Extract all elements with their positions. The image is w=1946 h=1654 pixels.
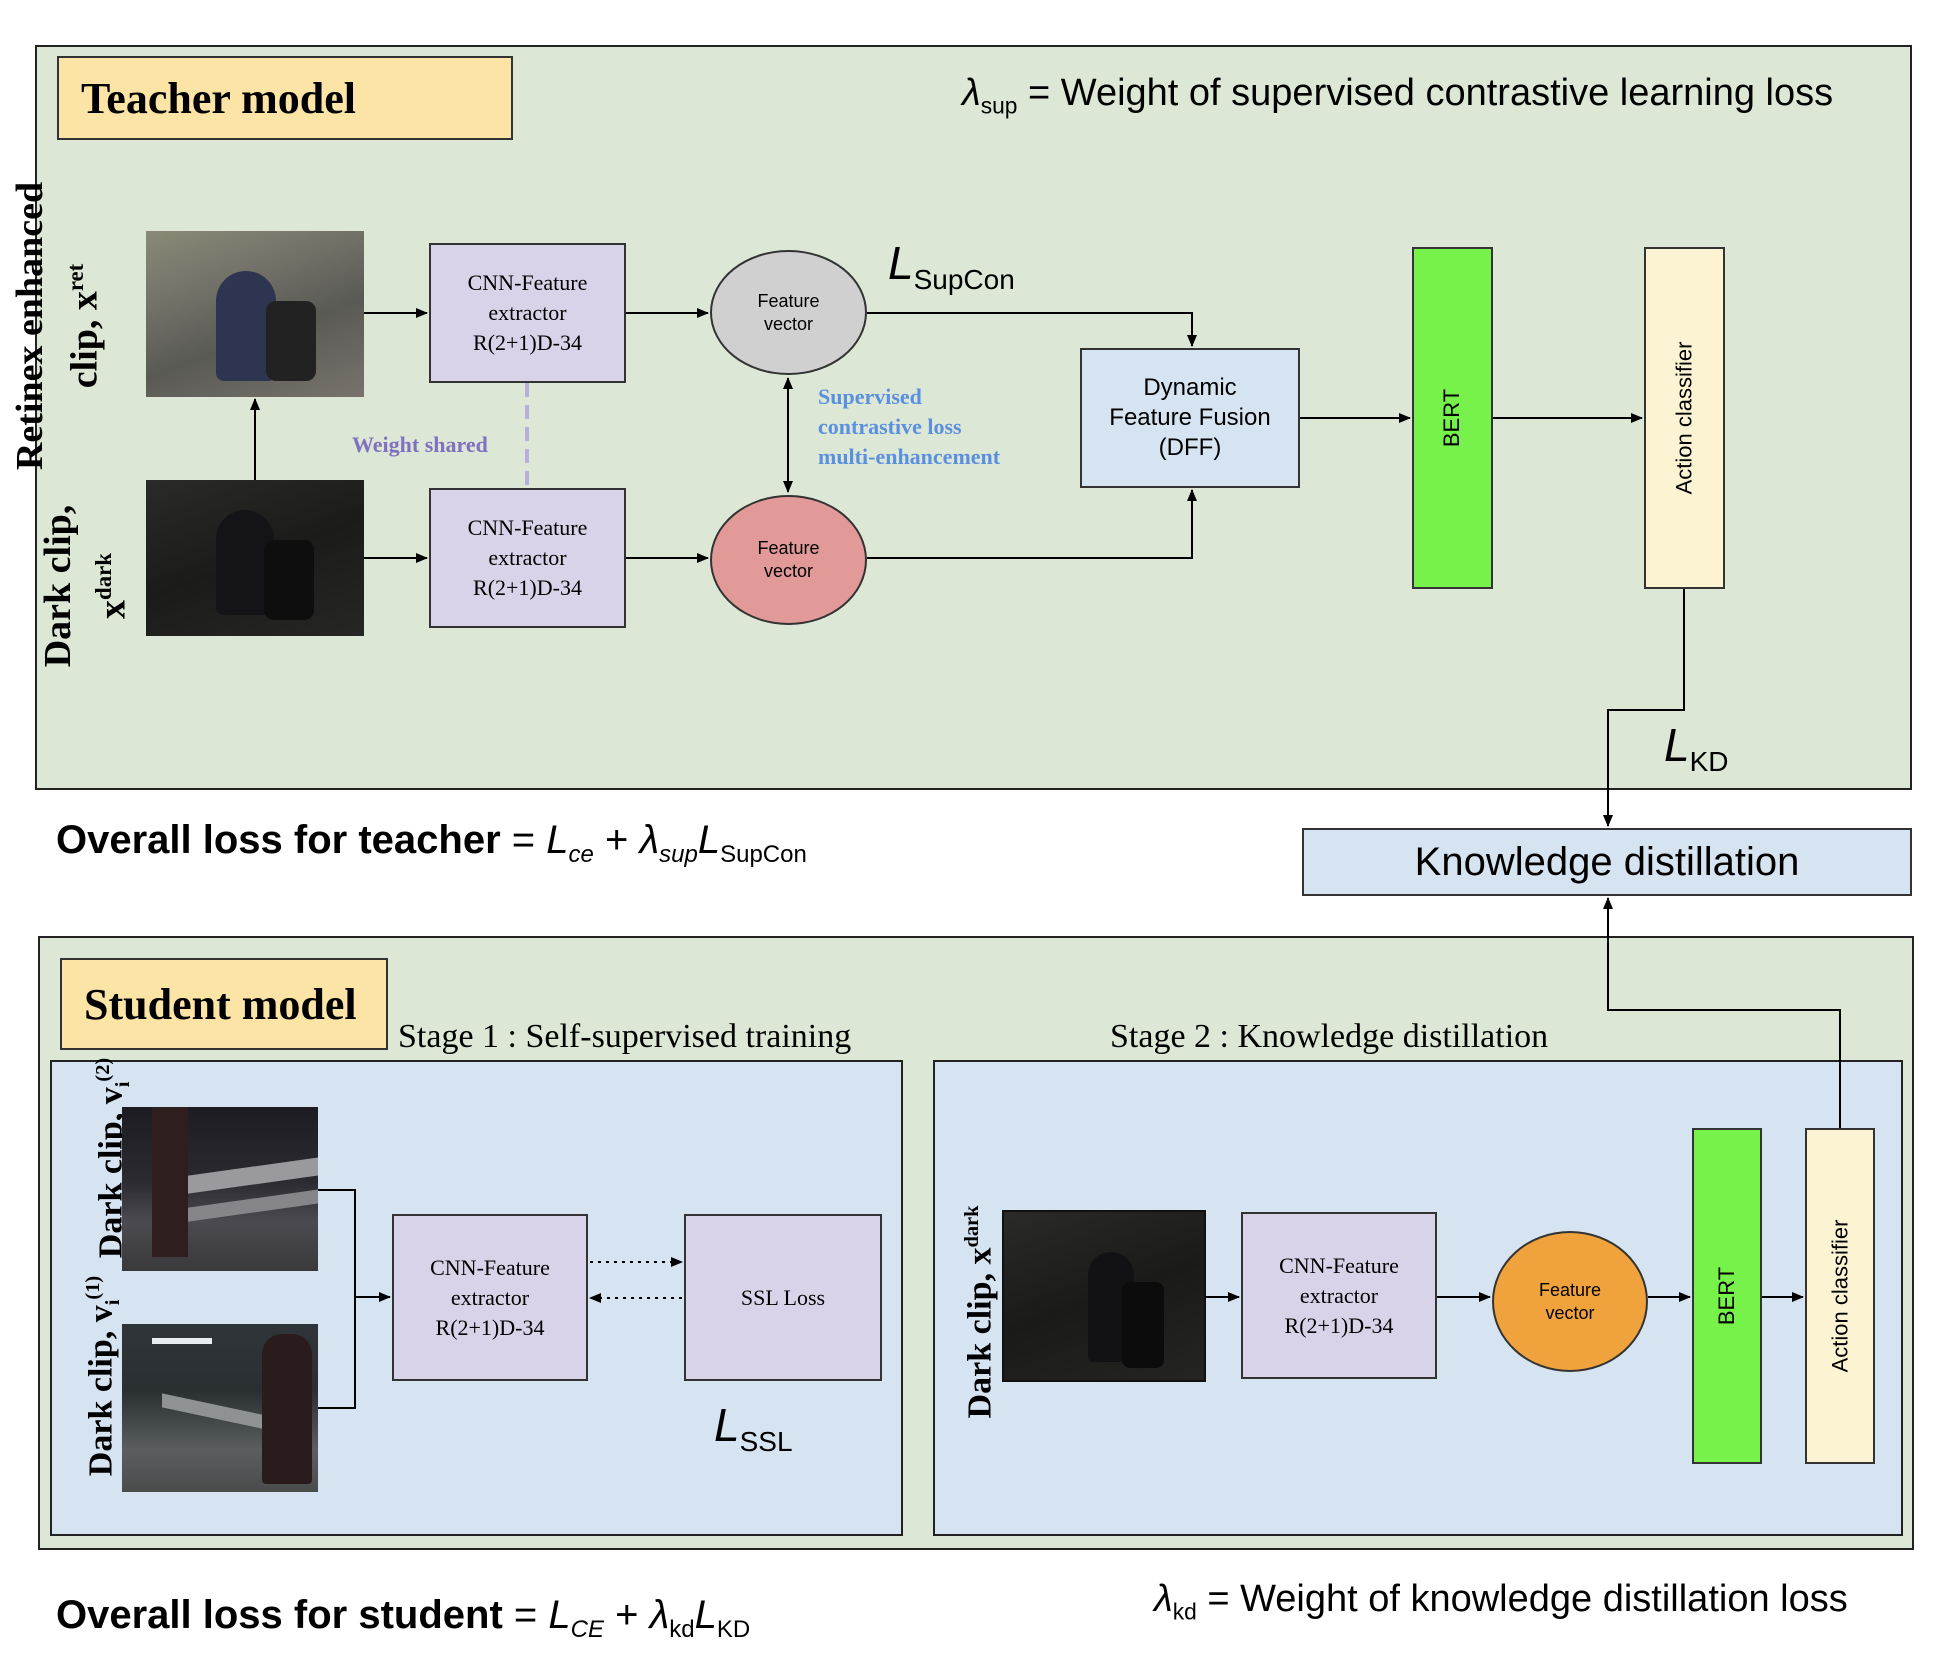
chair-shape: [1122, 1282, 1164, 1368]
knowledge-distillation-box: Knowledge distillation: [1302, 828, 1912, 896]
person-silhouette: [152, 1107, 188, 1257]
retinex-clip-label: Retinex enhanced clip, xret: [9, 181, 106, 471]
retinex-clip-image: [146, 231, 364, 397]
weight-shared-label: Weight shared: [352, 432, 488, 457]
clip-v2-image: [122, 1107, 318, 1271]
student-action-classifier: Action classifier: [1805, 1128, 1875, 1464]
clip-v1-image: [122, 1324, 318, 1492]
teacher-action-classifier: Action classifier: [1644, 247, 1725, 589]
railing-shape: [182, 1157, 318, 1195]
teacher-overall-loss: Overall loss for teacher = Lce + λsupLSu…: [56, 818, 807, 868]
dark-clip-image: [146, 480, 364, 636]
l-supcon-label: LSupCon: [888, 237, 1015, 296]
l-kd-label: LKD: [1664, 719, 1729, 778]
lambda-sup-note: λsup = Weight of supervised contrastive …: [962, 72, 1834, 119]
student-overall-loss: Overall loss for student = LCE + λkdLKD: [56, 1593, 751, 1643]
lambda-kd-note: λkd = Weight of knowledge distillation l…: [1154, 1578, 1848, 1625]
clip-v2-label: Dark clip, vi(2): [92, 1057, 135, 1259]
clip-v1-label: Dark clip, vi(1): [82, 1275, 125, 1477]
teacher-bert-block: BERT: [1412, 247, 1493, 589]
ssl-loss-box: SSL Loss: [684, 1214, 882, 1381]
student-model-tag: Student model: [60, 958, 388, 1050]
student-bert-block: BERT: [1692, 1128, 1762, 1464]
person-silhouette: [262, 1334, 312, 1484]
l-ssl-label: LSSL: [714, 1399, 793, 1458]
chair-shape: [266, 301, 316, 381]
teacher-model-title: Teacher model: [81, 73, 356, 123]
stage1-title: Stage 1 : Self-supervised training: [398, 1018, 852, 1055]
teacher-model-tag: Teacher model: [57, 56, 513, 140]
railing-shape: [182, 1189, 318, 1223]
ceiling-light: [152, 1338, 212, 1344]
supcon-note: Supervised contrastive loss multi-enhanc…: [818, 384, 1001, 469]
student-model-title: Student model: [84, 979, 357, 1029]
chair-shape: [264, 540, 314, 620]
stage2-title: Stage 2 : Knowledge distillation: [1110, 1018, 1549, 1055]
railing-shape: [162, 1393, 262, 1429]
dark-clip-stage2-label: Dark clip, xdark: [961, 1205, 999, 1419]
dark-clip-stage2-image: [1002, 1210, 1206, 1382]
dark-clip-label: Dark clip, xdark: [37, 504, 134, 668]
